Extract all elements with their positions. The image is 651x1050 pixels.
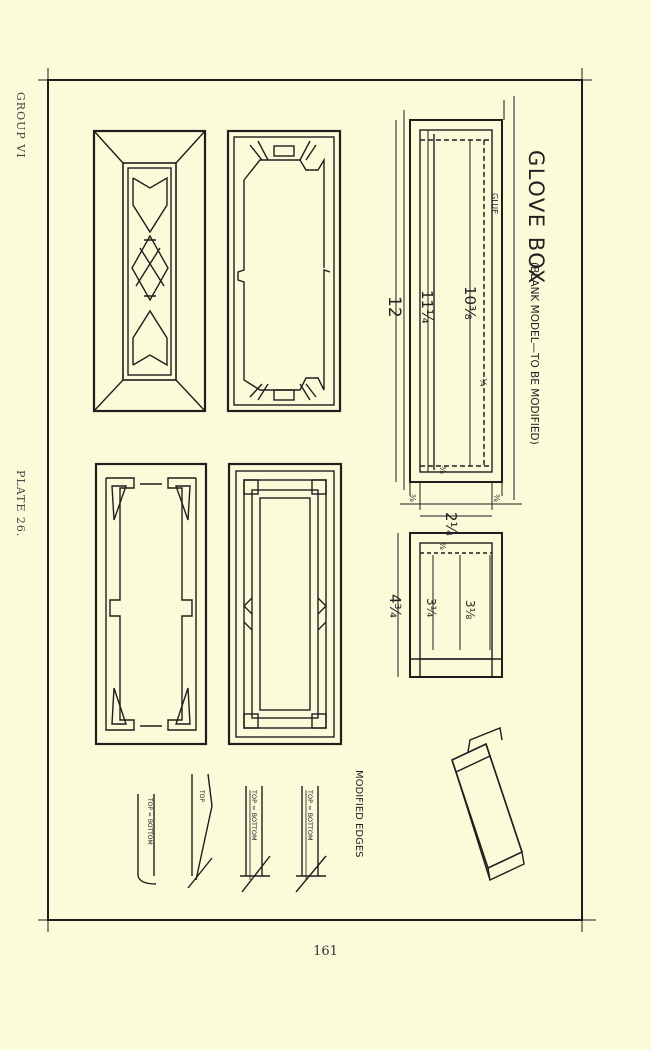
page-number: 161 [313,944,338,959]
dim-inner-length: 11¼ [418,290,436,324]
panel-double-frame [227,462,343,746]
box-end-view [409,532,503,678]
edge-label-2: TOP [198,789,205,802]
edge-label-1: TOP = BOTTOM [146,797,153,845]
box-side-view [409,119,503,510]
glue-label: GLUE [490,193,499,214]
box-isometric-sketch [451,727,525,882]
dim-height: 4¾ [386,594,404,619]
dim-lid-depth: ⅜ [438,542,447,550]
dim-side-left: ⅜ [408,494,417,502]
drawing-title: GLOVE BOX [524,150,548,285]
edge-details [137,773,327,893]
group-label: GROUP VI [14,92,27,159]
edges-title: MODIFIED EDGES [353,770,364,857]
dim-groove: ⅜ [438,466,447,474]
panel-bracket [94,462,208,746]
plate-label: PLATE 26. [14,470,27,538]
dim-inner-height-b: 3⅛ [463,600,477,620]
dim-end-gap: ¼ [477,378,487,387]
dim-width: 2¼ [442,512,460,537]
dim-inner-height-a: 3¼ [424,598,438,618]
drawing-subtitle: (BLANK MODEL—TO BE MODIFIED) [528,262,540,445]
edge-label-3: TOP = BOTTOM [250,789,258,841]
dim-panel-length: 10⅜ [461,286,479,320]
panel-fret-top [226,129,342,413]
edge-label-4: TOP = BOTTOM [306,789,314,841]
dim-side-right: ⅜ [492,494,501,502]
dim-overall-length: 12 [384,296,404,318]
plate-border [47,79,583,921]
panel-knot [92,129,207,413]
